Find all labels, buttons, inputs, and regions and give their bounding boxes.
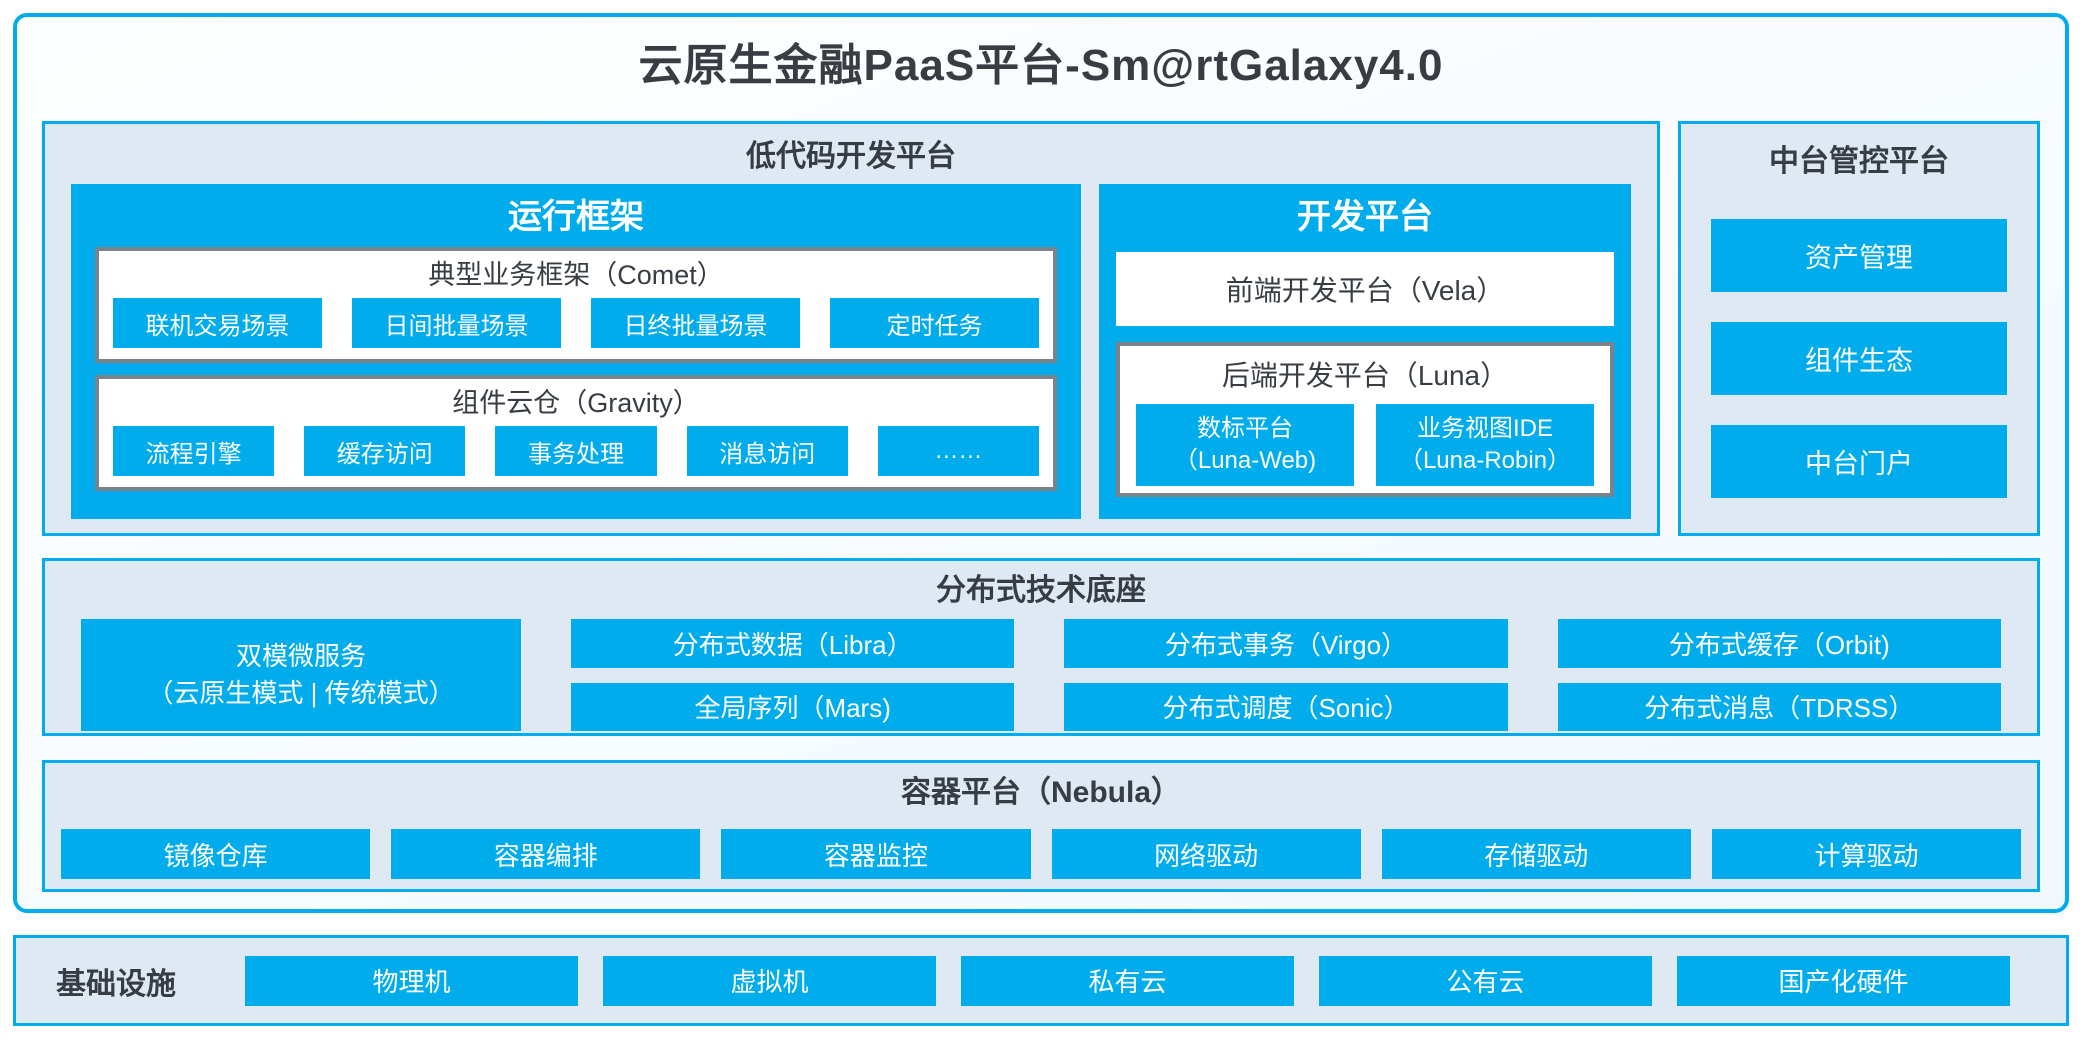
page-title: 云原生金融PaaS平台-Sm@rtGalaxy4.0 — [638, 41, 1444, 90]
group-comet-title: 典型业务框架（Comet） — [428, 260, 724, 290]
distributed-column: 分布式数据（Libra） 全局序列（Mars) — [571, 619, 1015, 731]
section-container-platform: 容器平台（Nebula） 镜像仓库 容器编排 容器监控 网络驱动 存储驱动 计算… — [42, 760, 2040, 892]
block-line-1: 业务视图IDE — [1416, 415, 1553, 443]
container-platform-blocks: 镜像仓库 容器编排 容器监控 网络驱动 存储驱动 计算驱动 — [61, 829, 2022, 879]
diagram-block: 日间批量场景 — [352, 298, 561, 348]
block-line-2: （云原生模式 | 传统模式） — [147, 678, 455, 708]
frontend-vela-block: 前端开发平台（Vela） — [1116, 252, 1614, 326]
diagram-block: 国产化硬件 — [1677, 955, 2010, 1006]
diagram-block: 容器监控 — [721, 829, 1031, 879]
group-gravity: 组件云仓（Gravity） 流程引擎 缓存访问 事务处理 消息访问 …… — [95, 375, 1057, 491]
section-mid-platform: 中台管控平台 资产管理 组件生态 中台门户 — [1678, 121, 2040, 536]
diagram-block: 容器编排 — [391, 829, 701, 879]
section-low-code-platform: 低代码开发平台 运行框架 典型业务框架（Comet） 联机交易场景 日间批量场景… — [42, 121, 1660, 536]
gravity-blocks: 流程引擎 缓存访问 事务处理 消息访问 …… — [113, 426, 1040, 476]
block-line-2: （Luna-Robin） — [1398, 447, 1572, 474]
diagram-block: 组件生态 — [1711, 322, 2007, 395]
diagram-block: 虚拟机 — [603, 955, 936, 1006]
dual-mode-microservice-block: 双模微服务 （云原生模式 | 传统模式） — [81, 619, 521, 731]
group-gravity-title: 组件云仓（Gravity） — [452, 388, 700, 418]
block-line-1: 双模微服务 — [235, 641, 366, 672]
diagram-block: 联机交易场景 — [113, 298, 322, 348]
diagram-block: 私有云 — [961, 955, 1294, 1006]
distributed-base-title: 分布式技术底座 — [936, 574, 1146, 607]
distributed-column: 分布式缓存（Orbit) 分布式消息（TDRSS） — [1557, 619, 2001, 731]
container-platform-title: 容器平台（Nebula） — [900, 776, 1182, 809]
group-luna: 后端开发平台（Luna） 数标平台 （Luna-Web) 业务视图IDE （Lu… — [1116, 342, 1614, 497]
section-infrastructure: 基础设施 物理机 虚拟机 私有云 公有云 国产化硬件 — [13, 935, 2069, 1026]
diagram-block: 网络驱动 — [1051, 829, 1361, 879]
diagram-block: 存储驱动 — [1381, 829, 1691, 879]
diagram-block: 分布式事务（Virgo） — [1064, 619, 1508, 668]
panel-dev-platform: 开发平台 前端开发平台（Vela） 后端开发平台（Luna） 数标平台 （Lun… — [1099, 184, 1631, 519]
diagram-block: 公有云 — [1319, 955, 1652, 1006]
block-line-1: 数标平台 — [1197, 415, 1293, 443]
section-distributed-base: 分布式技术底座 双模微服务 （云原生模式 | 传统模式） 分布式数据（Libra… — [42, 558, 2040, 736]
block-line-2: （Luna-Web) — [1173, 447, 1317, 474]
dev-platform-title: 开发平台 — [1297, 198, 1433, 236]
distributed-column: 分布式事务（Virgo） 分布式调度（Sonic） — [1064, 619, 1508, 731]
diagram-block: 分布式缓存（Orbit) — [1557, 619, 2001, 668]
group-comet: 典型业务框架（Comet） 联机交易场景 日间批量场景 日终批量场景 定时任务 — [95, 247, 1057, 363]
runtime-framework-title: 运行框架 — [508, 198, 644, 236]
infrastructure-label: 基础设施 — [56, 967, 176, 1001]
diagram-block: 流程引擎 — [113, 426, 275, 476]
diagram-block: 日终批量场景 — [591, 298, 800, 348]
diagram-block: 分布式调度（Sonic） — [1064, 682, 1508, 731]
diagram-block: 分布式消息（TDRSS） — [1557, 682, 2001, 731]
mid-platform-title: 中台管控平台 — [1769, 145, 1949, 178]
distributed-body: 双模微服务 （云原生模式 | 传统模式） 分布式数据（Libra） 全局序列（M… — [81, 619, 2001, 731]
panel-runtime-framework: 运行框架 典型业务框架（Comet） 联机交易场景 日间批量场景 日终批量场景 … — [71, 184, 1081, 519]
low-code-title: 低代码开发平台 — [746, 140, 956, 173]
upper-row: 低代码开发平台 运行框架 典型业务框架（Comet） 联机交易场景 日间批量场景… — [42, 121, 2040, 536]
diagram-block: 物理机 — [245, 955, 578, 1006]
diagram-block: 全局序列（Mars) — [571, 682, 1015, 731]
diagram-block: 消息访问 — [686, 426, 848, 476]
comet-blocks: 联机交易场景 日间批量场景 日终批量场景 定时任务 — [113, 298, 1039, 348]
luna-blocks: 数标平台 （Luna-Web) 业务视图IDE （Luna-Robin） — [1136, 404, 1594, 486]
diagram-block: 事务处理 — [495, 426, 657, 476]
low-code-body: 运行框架 典型业务框架（Comet） 联机交易场景 日间批量场景 日终批量场景 … — [71, 184, 1631, 519]
diagram-block: 定时任务 — [830, 298, 1039, 348]
diagram-block: 镜像仓库 — [61, 829, 371, 879]
diagram-block-ellipsis: …… — [877, 426, 1040, 476]
group-luna-title: 后端开发平台（Luna） — [1221, 360, 1509, 391]
diagram-block: 计算驱动 — [1711, 829, 2022, 879]
diagram-block: 资产管理 — [1711, 219, 2007, 292]
diagram-block: 业务视图IDE （Luna-Robin） — [1376, 404, 1594, 486]
diagram-block: 数标平台 （Luna-Web) — [1136, 404, 1354, 486]
diagram-block: 中台门户 — [1711, 425, 2007, 498]
diagram-block: 分布式数据（Libra） — [571, 619, 1015, 668]
main-frame: 云原生金融PaaS平台-Sm@rtGalaxy4.0 低代码开发平台 运行框架 … — [13, 13, 2069, 913]
diagram-block: 缓存访问 — [304, 426, 466, 476]
